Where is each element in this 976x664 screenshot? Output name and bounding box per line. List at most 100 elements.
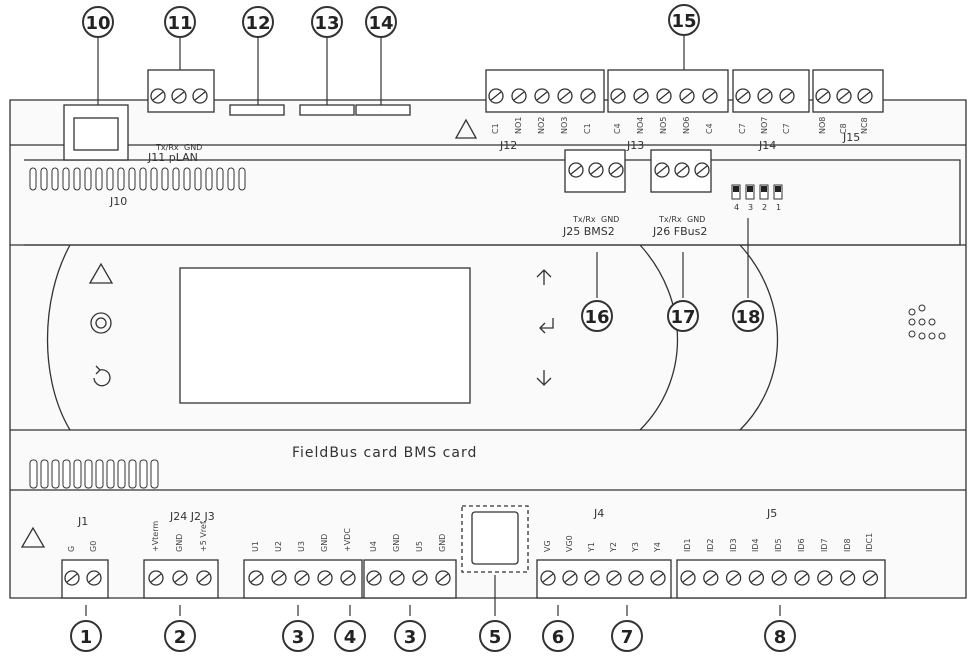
screw-slot bbox=[88, 573, 100, 583]
dip-switch-lever bbox=[775, 186, 781, 192]
screw-slot bbox=[564, 573, 576, 583]
back-icon bbox=[93, 365, 111, 387]
screw-slot bbox=[152, 91, 164, 101]
pin-label-j3: GND bbox=[392, 533, 401, 552]
callout-18: 18 bbox=[732, 300, 764, 332]
label-j13: J13 bbox=[627, 139, 645, 152]
screw-slot bbox=[842, 573, 854, 583]
label-j25: J25 BMS2 bbox=[563, 225, 615, 238]
screw-slot bbox=[570, 165, 582, 175]
screw-slot bbox=[759, 91, 771, 101]
vent-slot bbox=[106, 459, 115, 489]
vent-slot bbox=[84, 167, 92, 191]
vent-slot bbox=[29, 459, 38, 489]
label-j1: J1 bbox=[78, 515, 89, 528]
screw-slot bbox=[437, 573, 449, 583]
vent-slot bbox=[84, 459, 93, 489]
pin-label-j4: Y3 bbox=[631, 542, 640, 552]
display-arc-left bbox=[46, 244, 71, 431]
callout-7: 7 bbox=[611, 620, 643, 652]
vent-slot bbox=[161, 167, 169, 191]
vent-slot bbox=[51, 459, 60, 489]
screw-slot bbox=[728, 573, 740, 583]
screw-slot bbox=[198, 573, 210, 583]
vent-slot bbox=[183, 167, 191, 191]
screw-slot bbox=[817, 91, 829, 101]
indicator-dot bbox=[918, 318, 926, 326]
screw-slot bbox=[414, 573, 426, 583]
vent-slot bbox=[95, 167, 103, 191]
vent-slot bbox=[150, 167, 158, 191]
display-arc-right bbox=[639, 244, 679, 431]
callout-16: 16 bbox=[581, 300, 613, 332]
screw-slot bbox=[658, 91, 670, 101]
pin-label-j24: +5 Vref bbox=[199, 521, 208, 552]
screw-slot bbox=[150, 573, 162, 583]
screw-slot bbox=[513, 91, 525, 101]
indicator-dot bbox=[908, 318, 916, 326]
vent-slot bbox=[172, 167, 180, 191]
dip-switch-label: 2 bbox=[762, 203, 768, 212]
pin-label-j5: ID7 bbox=[819, 538, 829, 552]
dip-switch-label: 3 bbox=[748, 203, 754, 212]
rj45-port bbox=[63, 104, 129, 161]
pin-label-j3: U5 bbox=[415, 541, 424, 552]
indicator-dot bbox=[908, 330, 916, 338]
pin-label-j3: GND bbox=[438, 533, 447, 552]
pin-label-j12: NO1 bbox=[514, 116, 523, 134]
screw-slot bbox=[391, 573, 403, 583]
vent-slot bbox=[106, 167, 114, 191]
pin-label-j1: G bbox=[67, 545, 76, 552]
screw-slot bbox=[704, 91, 716, 101]
vent-slot bbox=[73, 459, 82, 489]
indicator-dot bbox=[918, 304, 926, 312]
indicator-dot bbox=[918, 332, 926, 340]
screw-slot bbox=[838, 91, 850, 101]
pin-label-j11: GND bbox=[184, 143, 203, 152]
pin-label-j24: +Vterm bbox=[151, 520, 160, 552]
lcd-screen bbox=[179, 267, 471, 404]
vent-slot bbox=[216, 167, 224, 191]
warning-icon-top bbox=[454, 118, 478, 139]
callout-12: 12 bbox=[242, 6, 274, 38]
vent-slot bbox=[227, 167, 235, 191]
vent-slot bbox=[139, 459, 148, 489]
screw-slot bbox=[582, 91, 594, 101]
callout-5: 5 bbox=[479, 620, 511, 652]
pin-label-j4: Y4 bbox=[653, 542, 662, 552]
screw-slot bbox=[173, 91, 185, 101]
screw-slot bbox=[250, 573, 262, 583]
pin-label-j15: NC8 bbox=[860, 117, 869, 134]
pin-label-j4: Y1 bbox=[587, 542, 596, 552]
screw-slot bbox=[590, 165, 602, 175]
screw-slot bbox=[773, 573, 785, 583]
callout-1: 1 bbox=[70, 620, 102, 652]
pin-label-j12: NO2 bbox=[537, 116, 546, 134]
vent-slot bbox=[128, 459, 137, 489]
pin-label-j5: ID3 bbox=[728, 538, 738, 552]
indicator-dot bbox=[928, 318, 936, 326]
screw-slot bbox=[273, 573, 285, 583]
screw-slot bbox=[676, 165, 688, 175]
label-j4: J4 bbox=[594, 507, 605, 520]
screw-slot bbox=[682, 573, 694, 583]
vent-slot bbox=[29, 167, 37, 191]
down-arrow-icon bbox=[536, 370, 552, 386]
label-j26: J26 FBus2 bbox=[653, 225, 708, 238]
vent-slot bbox=[95, 459, 104, 489]
pin-label-j5: ID8 bbox=[842, 538, 852, 552]
pin-label-j5: ID4 bbox=[751, 538, 761, 552]
screw-slot bbox=[342, 573, 354, 583]
callout-3: 3 bbox=[394, 620, 426, 652]
pin-label-j12: NO3 bbox=[560, 116, 569, 134]
screw-slot bbox=[737, 91, 749, 101]
screw-slot bbox=[174, 573, 186, 583]
pin-label-j13: NO5 bbox=[659, 116, 668, 134]
vent-slot bbox=[139, 167, 147, 191]
callout-6: 6 bbox=[542, 620, 574, 652]
pin-label-j26: Tx/Rx bbox=[659, 215, 682, 224]
pin-label-j5: ID2 bbox=[705, 538, 715, 552]
dip-switch-label: 4 bbox=[734, 203, 740, 212]
